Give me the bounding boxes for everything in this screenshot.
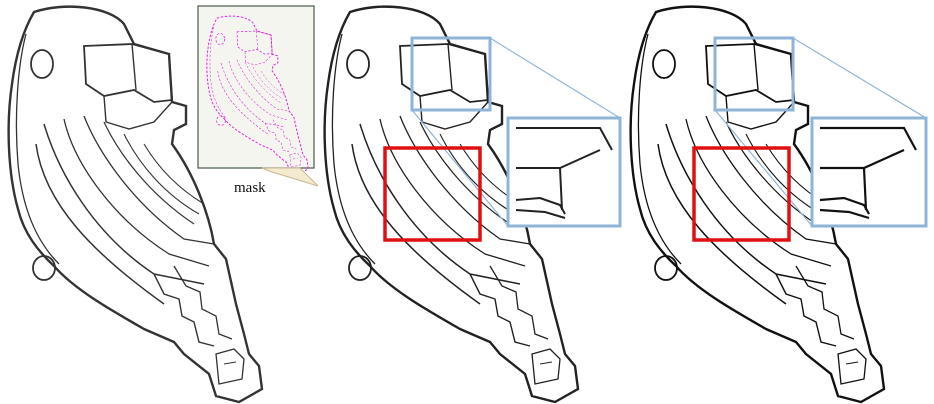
zoom-region-blue-3 bbox=[713, 36, 928, 228]
mask-label: mask bbox=[234, 180, 266, 196]
highlight-box-red-3 bbox=[692, 146, 791, 242]
mask-inset bbox=[197, 5, 319, 187]
zoom-region-blue-2 bbox=[410, 36, 622, 228]
highlight-box-red-2 bbox=[383, 146, 482, 242]
